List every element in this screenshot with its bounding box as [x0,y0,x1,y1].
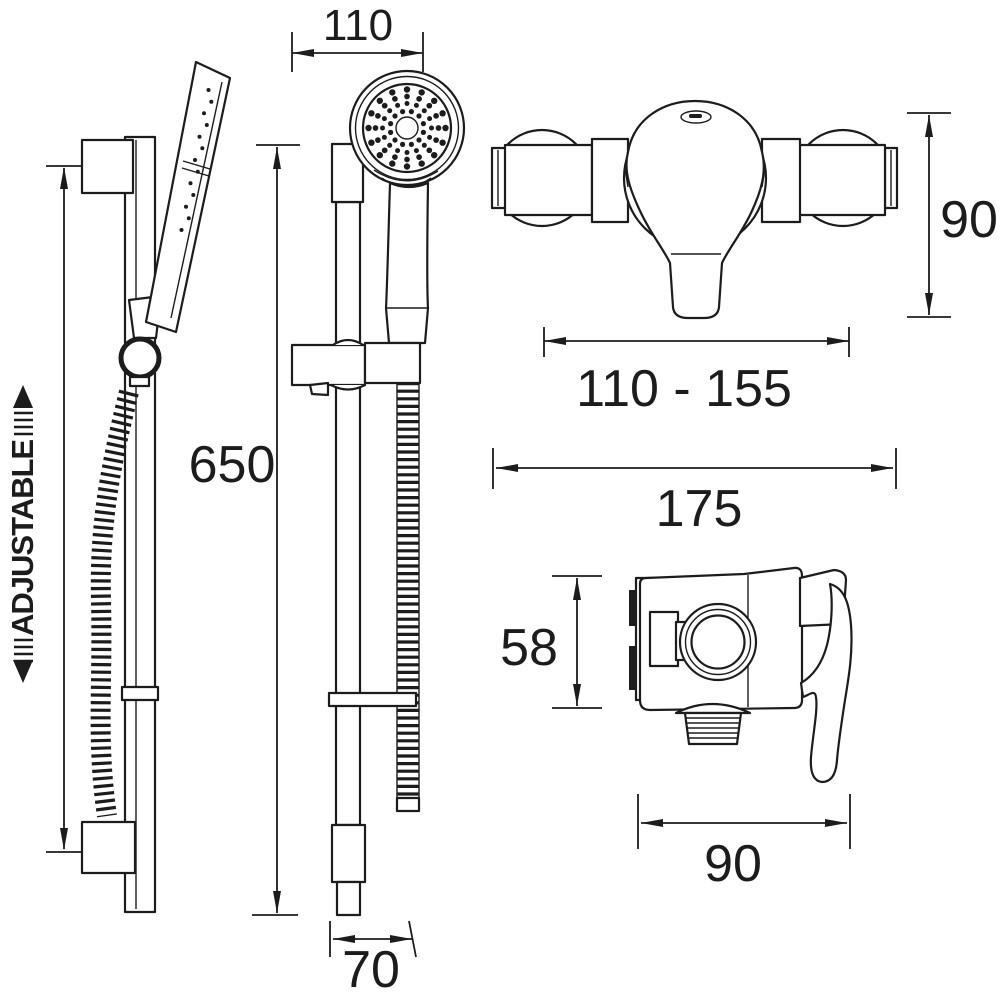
handset-head-front [348,69,466,187]
slider-knob-side [118,336,162,380]
bottom-wall-bracket-front [330,823,367,884]
dim-90-valve-front: 90 [907,112,998,318]
threaded-outlet [683,711,743,746]
shower-hose-side [90,389,139,818]
handset-side [144,60,232,334]
slider-lock-tab [308,381,330,397]
outlet-escutcheon [674,703,752,715]
right-pipe-body [796,143,887,217]
wall-fixing-lower [629,646,637,690]
hose-clamp-front [327,691,418,708]
dim-110-155: 110 - 155 [543,327,850,418]
bottom-wall-bracket-side [80,820,137,875]
mount-foot [648,610,680,668]
rail-clamp-side [120,685,160,702]
dim-90-valve-front-label: 90 [940,191,998,249]
arrow-up-icon [13,385,33,408]
dim-110-label: 110 [323,1,393,50]
left-pipe-body [503,143,594,217]
arrow-down-icon [13,660,33,683]
rail-side-view [80,60,232,914]
handset-handle-front [373,169,439,345]
adjustable-annotation: ADJUSTABLE [5,165,83,853]
adjustable-label: ADJUSTABLE [5,440,40,636]
valve-side-view [629,566,853,784]
dim-110: 110 [291,1,424,72]
dim-58: 58 [500,575,602,709]
valve-lever-front [625,99,765,320]
top-wall-bracket-side [80,138,135,195]
dim-90-valve-side-label: 90 [704,835,762,893]
rail-tube-front [334,200,362,827]
valve-lever-side [799,582,853,784]
spray-face-dots-side [179,88,214,232]
dim-175-label: 175 [656,480,743,538]
valve-front-view [490,99,899,320]
dim-58-label: 58 [500,619,558,677]
slider-bracket-front [290,338,422,397]
hose-end-connector [395,796,421,813]
dim-175: 175 [492,448,897,538]
rail-tube-side [123,135,157,914]
left-connector [590,137,630,224]
dim-110-155-label: 110 - 155 [576,360,792,418]
dim-650: 650 [189,144,300,916]
dim-650-label: 650 [189,436,276,494]
right-connector [760,137,802,224]
rail-bottom-end [335,880,362,917]
dim-90-valve-side: 90 [637,794,851,893]
spray-face-dots-front [365,86,449,170]
rail-front-view [290,69,466,917]
wall-fixing-upper [629,590,637,626]
dim-70-label: 70 [342,941,400,999]
dim-70: 70 [329,920,417,999]
